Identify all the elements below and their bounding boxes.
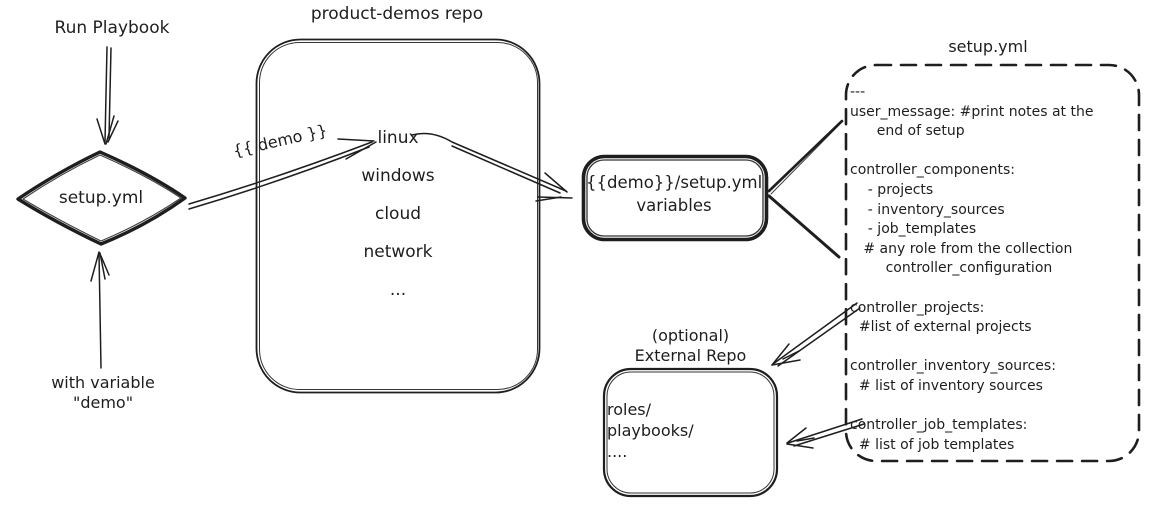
external-repo-title-line2: External Repo <box>634 346 747 365</box>
arrow-with-variable-to-setup <box>90 251 110 369</box>
setup-file-dashed-box-shape <box>844 63 1141 463</box>
fan-lines-variables-to-setup-file <box>767 119 844 259</box>
run-playbook-label: Run Playbook <box>54 18 170 38</box>
arrow-job-templates-to-external-repo <box>786 418 865 449</box>
external-repo-title-line1: (optional) <box>651 326 730 345</box>
external-repo-box-shape <box>602 367 779 498</box>
setup-file-title: setup.yml <box>948 37 1028 56</box>
variables-node-shape <box>581 154 769 242</box>
repo-box-shape <box>255 38 541 394</box>
with-variable-line1: with variable <box>51 373 155 392</box>
repo-title: product-demos repo <box>310 4 484 24</box>
repo-items-list: linux windows cloud network ... <box>361 128 435 300</box>
with-variable-line2: "demo" <box>72 393 134 412</box>
variables-node-line2: variables <box>636 196 712 215</box>
external-repo-items-list: roles/ playbooks/ .... <box>607 400 694 461</box>
arrow-run-playbook-to-setup <box>96 46 119 145</box>
arrow-demo-to-linux <box>188 138 377 210</box>
start-node-label: setup.yml <box>58 188 144 208</box>
setup-file-yaml-content: --- user_message: #print notes at the en… <box>850 84 1094 453</box>
arrow-linux-to-variables <box>411 132 573 202</box>
variables-node-line1: {{demo}}/setup.yml <box>586 173 763 192</box>
with-variable-label: with variable "demo" <box>33 373 173 413</box>
arrow-projects-to-external-repo <box>771 302 861 367</box>
variables-node-label: {{demo}}/setup.yml variables <box>586 171 762 217</box>
external-repo-title: (optional) External Repo <box>603 326 778 366</box>
start-diamond-shape <box>16 150 187 246</box>
